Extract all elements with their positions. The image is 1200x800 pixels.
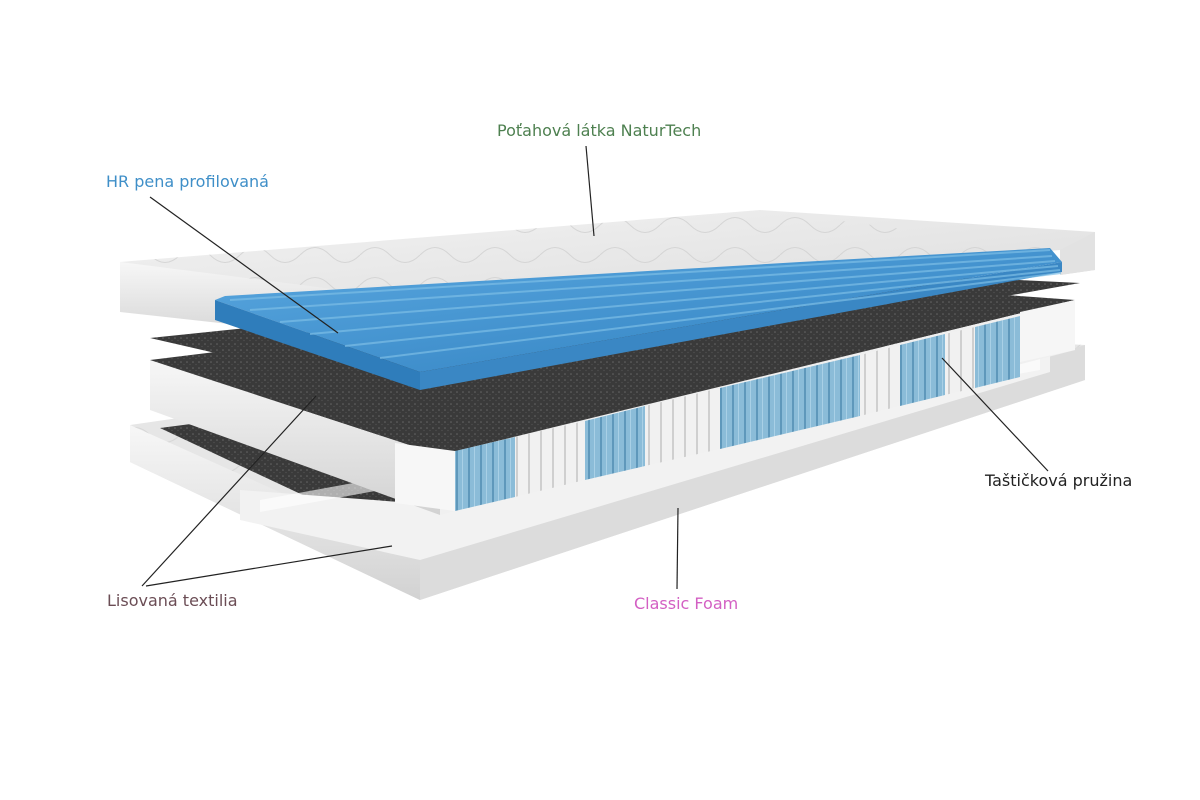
leader-line-hr-foam [149, 196, 339, 334]
leader-line-classic-foam [676, 507, 679, 590]
leader-lines [141, 145, 1049, 590]
hr-profiled-foam-layer [215, 248, 1062, 390]
label-classic-foam: Classic Foam [634, 594, 739, 613]
leader-line-cover [585, 145, 595, 237]
label-hr-foam: HR pena profilovaná [106, 172, 269, 191]
label-pocket-spring: Taštičková pružina [985, 471, 1133, 490]
label-cover-fabric: Poťahová látka NaturTech [497, 121, 702, 140]
leader-line-pocket-spring [941, 357, 1049, 472]
label-pressed-textile: Lisovaná textilia [107, 591, 238, 610]
leader-line-textile-lower [145, 545, 393, 587]
leader-line-textile-upper [141, 395, 317, 587]
